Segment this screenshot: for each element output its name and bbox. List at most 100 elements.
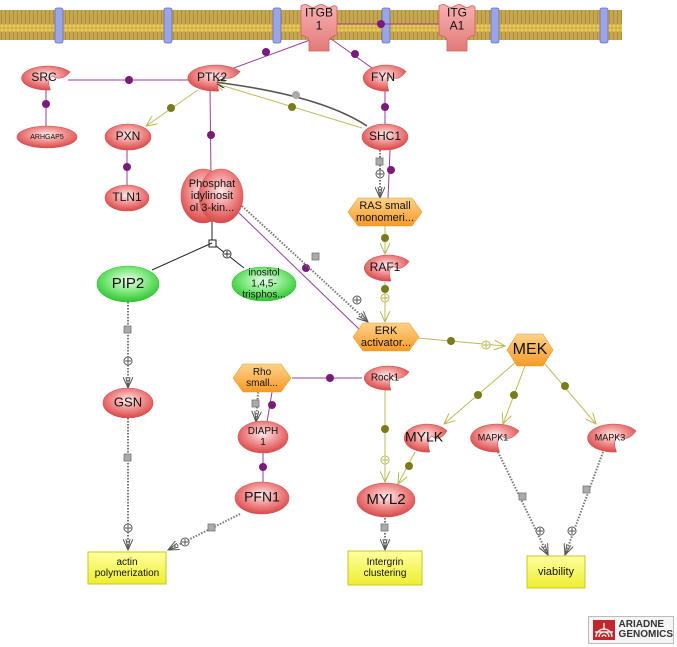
node-mylk[interactable]: MYLK bbox=[403, 423, 448, 453]
unknown-dot bbox=[292, 91, 300, 99]
node-label: MAPK3 bbox=[595, 432, 626, 442]
regulation-dot bbox=[447, 337, 455, 345]
regulation-dot bbox=[405, 462, 413, 470]
node-label: 1,4,5- bbox=[251, 279, 277, 290]
node-ptk2[interactable]: PTK2 bbox=[187, 64, 241, 92]
node-viab[interactable]: viability bbox=[526, 555, 586, 589]
expression-square bbox=[311, 252, 320, 261]
node-rock1[interactable]: Rock1 bbox=[364, 365, 410, 391]
plus-marker bbox=[222, 249, 232, 259]
node-label: Phosphat bbox=[189, 178, 235, 190]
edge-itgb1-ptk2[interactable] bbox=[222, 39, 311, 73]
node-ras[interactable]: RAS smallmonomeri... bbox=[347, 197, 423, 227]
regulation-dot bbox=[167, 104, 175, 112]
binding-dot bbox=[42, 100, 50, 108]
node-gsn[interactable]: GSN bbox=[102, 387, 154, 419]
node-label: SRC bbox=[31, 70, 57, 84]
binding-dot bbox=[207, 131, 215, 139]
node-mapk3[interactable]: MAPK3 bbox=[587, 423, 637, 453]
expression-square bbox=[582, 485, 591, 494]
node-arhgap5[interactable]: ARHGAP5 bbox=[16, 125, 78, 149]
expression-square bbox=[518, 492, 527, 501]
edge-shc1-ptk2-unknown[interactable] bbox=[214, 82, 368, 127]
logo-line2: GENOMICS bbox=[618, 629, 673, 640]
node-label: polymerization bbox=[95, 568, 159, 579]
expression-square bbox=[251, 399, 260, 408]
edge-itgb1-fyn[interactable] bbox=[326, 35, 373, 69]
node-label: PFN1 bbox=[244, 489, 280, 505]
node-label: ITG bbox=[447, 6, 467, 20]
regulation-dot bbox=[474, 391, 482, 399]
regulation-dot bbox=[510, 391, 518, 399]
node-pxn[interactable]: PXN bbox=[104, 123, 152, 151]
binding-dot bbox=[262, 48, 270, 56]
binding-dot bbox=[387, 166, 395, 174]
edge-mek-mapk3[interactable] bbox=[544, 363, 596, 424]
node-erk[interactable]: ERKactivator... bbox=[352, 322, 420, 352]
node-label: idylinosit bbox=[191, 190, 233, 202]
node-label: RAS small bbox=[359, 200, 410, 212]
binding-dot bbox=[123, 163, 131, 171]
node-label: FYN bbox=[371, 70, 395, 84]
node-label: Intergrin bbox=[367, 557, 404, 568]
node-rho[interactable]: Rhosmall... bbox=[232, 363, 292, 393]
edge-pi3k-erk[interactable] bbox=[237, 211, 361, 331]
node-label: Rock1 bbox=[371, 373, 400, 384]
edge-pfn1-actin[interactable] bbox=[168, 513, 241, 551]
regulation-dot bbox=[561, 382, 569, 390]
node-tln1[interactable]: TLN1 bbox=[104, 184, 150, 212]
node-label: MYLK bbox=[405, 429, 444, 445]
logo-line1: ARIADNE bbox=[618, 619, 665, 630]
expression-square bbox=[123, 325, 132, 334]
plus-marker bbox=[180, 537, 190, 547]
node-label: SHC1 bbox=[369, 129, 401, 143]
regulation-dot bbox=[381, 425, 389, 433]
plus-marker bbox=[481, 340, 491, 350]
edge-shc1-ras-binding[interactable] bbox=[387, 149, 391, 199]
node-raf1[interactable]: RAF1 bbox=[364, 254, 410, 282]
node-pip2[interactable]: PIP2 bbox=[96, 265, 160, 303]
node-label: PIP2 bbox=[112, 275, 145, 292]
node-mek[interactable]: MEK bbox=[506, 333, 554, 367]
node-pfn1[interactable]: PFN1 bbox=[234, 481, 290, 515]
node-mapk1[interactable]: MAPK1 bbox=[470, 423, 520, 453]
edge-erk-mek[interactable] bbox=[417, 337, 505, 346]
ariadne-logo: ARIADNE GENOMICS bbox=[588, 616, 674, 644]
binding-dot bbox=[381, 103, 389, 111]
edge-mapk3-viab[interactable] bbox=[565, 451, 604, 555]
ariadne-maze-icon bbox=[593, 620, 615, 640]
node-label: DIAPH bbox=[248, 426, 279, 437]
plus-marker bbox=[535, 526, 545, 536]
node-label: actin bbox=[116, 557, 137, 568]
node-label: MYL2 bbox=[366, 491, 405, 508]
node-ip3[interactable]: inositol1,4,5-trisphos... bbox=[231, 266, 297, 302]
node-label: inositol bbox=[248, 268, 279, 279]
node-fyn[interactable]: FYN bbox=[362, 64, 407, 92]
node-label: ITGB bbox=[305, 6, 333, 20]
node-label: ERK bbox=[375, 325, 398, 337]
binding-dot bbox=[259, 463, 267, 471]
node-label: PXN bbox=[116, 129, 141, 143]
plus-marker bbox=[380, 455, 390, 465]
node-label: GSN bbox=[114, 394, 142, 409]
plus-marker bbox=[123, 523, 133, 533]
edge-pip2-reaction[interactable] bbox=[151, 242, 213, 271]
edge-pi3k-erk-expression[interactable] bbox=[241, 205, 368, 322]
node-myl2[interactable]: MYL2 bbox=[356, 482, 416, 518]
binding-dot bbox=[125, 76, 133, 84]
node-label: viability bbox=[538, 566, 575, 578]
binding-dot bbox=[351, 50, 359, 58]
node-shc1[interactable]: SHC1 bbox=[361, 123, 409, 151]
node-label: Rho bbox=[253, 367, 272, 378]
edge-shc1-ptk2[interactable] bbox=[214, 83, 363, 129]
node-label: 1 bbox=[260, 437, 266, 448]
edge-mapk1-viab[interactable] bbox=[497, 451, 549, 555]
node-src[interactable]: SRC bbox=[21, 65, 71, 91]
